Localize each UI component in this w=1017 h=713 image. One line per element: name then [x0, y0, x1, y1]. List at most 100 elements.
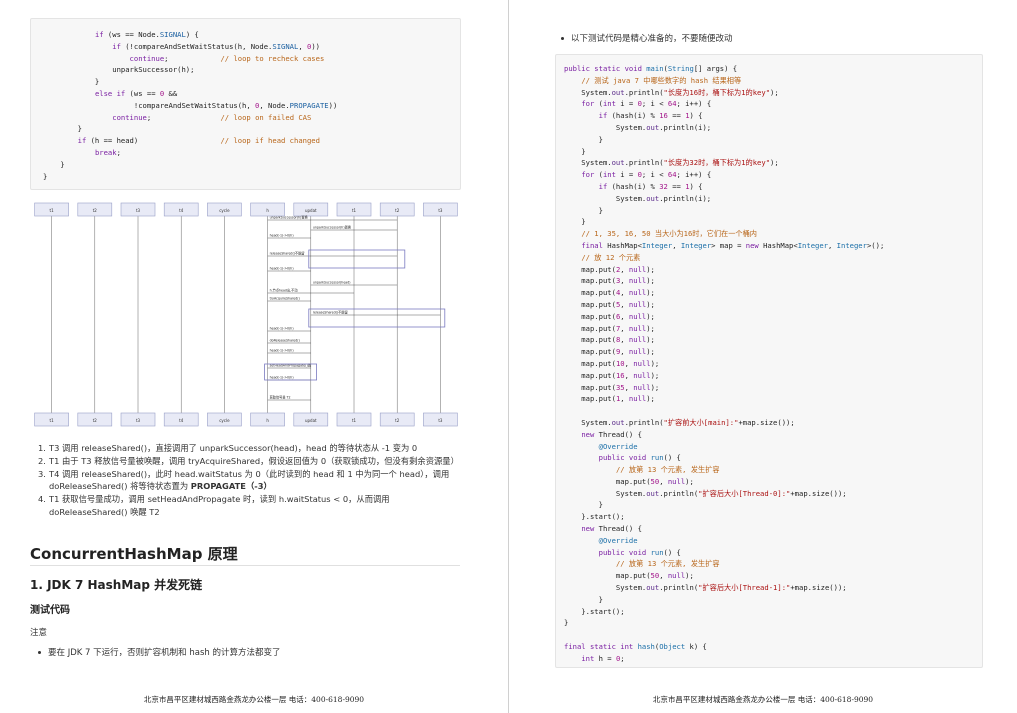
- code-line: }: [43, 171, 48, 181]
- lifeline-head: [207, 202, 242, 217]
- message-label: head(-1)->0(h): [270, 349, 294, 353]
- code-line: System.out.println("长度为32时，桶下标为1的key");: [564, 158, 779, 168]
- code-line: if (h == head) // loop if head changed: [77, 136, 320, 146]
- code-line: @Override: [598, 441, 638, 451]
- code-line: System.out.println("扩容后大小[Thread-0]:"+ma…: [564, 488, 847, 498]
- code-line: map.put(7, null);: [564, 323, 655, 333]
- message-label: unparkSuccessor(h)置换: [270, 215, 309, 220]
- bullet-dot: [38, 651, 41, 654]
- lifeline-foot: [207, 412, 242, 427]
- lifeline-head: [77, 202, 113, 217]
- lifeline-label: t2: [93, 208, 98, 213]
- code-line: map.put(4, null);: [564, 288, 655, 298]
- code-line: public static void main(String[] args) {: [564, 64, 738, 73]
- lifeline-head: [163, 202, 199, 217]
- code-line: // 1, 35, 16, 50 当大小为16时，它们在一个桶内: [581, 229, 757, 239]
- message-label: tryAcquireShared(): [270, 297, 300, 301]
- lifeline-foot: [163, 412, 199, 427]
- code-line: // 放 12 个元素: [581, 252, 641, 262]
- right-page: 以下测试代码是精心准备的，不要随便改动 public static void m…: [509, 0, 1017, 713]
- step-list: 1.T3 调用 releaseShared()，直接调用了 unparkSucc…: [38, 442, 459, 519]
- code-line: System.out.println("扩容前大小[main]:"+map.si…: [564, 417, 795, 427]
- lifeline-label: cycle: [219, 208, 230, 213]
- code-line: }: [564, 500, 603, 510]
- fragment-box: [264, 363, 318, 381]
- code-line: continue; // loop to recheck cases: [129, 53, 325, 63]
- code-line: new Thread() {: [581, 429, 642, 439]
- code-line: int h = 0;: [581, 653, 625, 663]
- code-line: if (hash(i) % 16 == 1) {: [598, 111, 703, 121]
- code-line: !compareAndSetWaitStatus(h, 0, Node.PROP…: [43, 100, 338, 110]
- code-line: // 放第 13 个元素, 发生扩容: [615, 559, 720, 569]
- heading-jdk7-deadlink: 1. JDK 7 HashMap 并发死链: [30, 578, 203, 592]
- code-line: }.start();: [564, 512, 625, 522]
- message-label: 获取信号量 T2: [270, 395, 291, 400]
- lifeline-label: h: [266, 418, 269, 423]
- lifeline-head: [336, 202, 372, 217]
- code-line: System.out.println(i);: [564, 122, 712, 132]
- code-line: else if (ws == 0 &&: [94, 88, 178, 98]
- fragment-box: [308, 249, 406, 269]
- message-label: head(-1)->0(h): [270, 234, 294, 238]
- lifeline-head: [250, 202, 285, 217]
- lifeline-label: t1: [50, 418, 55, 423]
- page-footer: 北京市昌平区建材城西路金燕龙办公楼一层 电话：400-618-9090: [143, 695, 365, 704]
- lifeline-head: [423, 202, 458, 217]
- code-line: map.put(8, null);: [564, 335, 655, 345]
- bullet-dot: [561, 37, 564, 40]
- code-line: continue; // loop on failed CAS: [112, 112, 312, 122]
- lifeline-label: t1: [352, 208, 357, 213]
- page-footer: 北京市昌平区建材城西路金燕龙办公楼一层 电话：400-618-9090: [652, 695, 874, 704]
- lifeline-label: updat: [305, 208, 317, 213]
- code-line: }: [564, 618, 569, 628]
- code-line: map.put(50, null);: [564, 571, 694, 581]
- code-line: }: [43, 77, 100, 87]
- code-line: }.start();: [564, 606, 625, 616]
- message-label: doReleaseShared(): [270, 339, 300, 343]
- code-block: if (ws == Node.SIGNAL) { if (!compareAnd…: [30, 18, 461, 190]
- code-line: [564, 405, 982, 417]
- step-item: 3.T4 调用 releaseShared()，此时 head.waitStat…: [38, 468, 450, 492]
- message-label: releaseShared()不能留: [313, 310, 348, 315]
- code-line: public void run() {: [598, 547, 681, 557]
- heading-test-code: 测试代码: [30, 605, 70, 616]
- note-text: 注意: [30, 628, 48, 638]
- lifeline-label: h: [266, 208, 269, 213]
- page-divider: [508, 0, 509, 713]
- code-line: // 测试 java 7 中哪些数字的 hash 结果相等: [581, 75, 742, 85]
- code-line: map.put(2, null);: [564, 264, 655, 274]
- heading-concurrenthashmap: ConcurrentHashMap 原理: [30, 545, 238, 563]
- lifeline-label: t3: [136, 208, 141, 213]
- code-line: }: [564, 594, 603, 604]
- lifeline-label: t4: [179, 208, 184, 213]
- code-line: }: [564, 134, 603, 144]
- code-line: map.put(16, null);: [564, 370, 660, 380]
- message-label: setHeadAndPropagate()置: [270, 363, 311, 368]
- code-line: break;: [94, 147, 121, 157]
- code-line: new Thread() {: [581, 524, 642, 534]
- code-line: }: [564, 146, 586, 156]
- lifeline-label: t2: [93, 418, 98, 423]
- left-page: if (ws == Node.SIGNAL) { if (!compareAnd…: [0, 0, 508, 713]
- message-label: unparkSuccessor(head): [313, 281, 351, 285]
- lifeline-label: t1: [50, 208, 55, 213]
- code-block-main: public static void main(String[] args) {…: [555, 54, 983, 668]
- lifeline-label: t3: [438, 418, 443, 423]
- lifeline-label: cycle: [219, 418, 230, 423]
- message-label: head(-1)->0(h): [270, 376, 294, 380]
- code-line: map.put(1, null);: [564, 394, 655, 404]
- code-line: unparkSuccessor(h);: [43, 65, 195, 75]
- code-line: System.out.println("扩容后大小[Thread-1]:"+ma…: [564, 583, 847, 593]
- heading-rule: [30, 565, 460, 566]
- code-line: if (!compareAndSetWaitStatus(h, Node.SIG…: [112, 41, 320, 51]
- code-line: // 放第 13 个元素, 发生扩容: [615, 465, 720, 475]
- bullet-text: 要在 JDK 7 下运行，否则扩容机制和 hash 的计算方法都变了: [48, 648, 281, 658]
- step-item: 1.T3 调用 releaseShared()，直接调用了 unparkSucc…: [38, 443, 418, 453]
- code-line: }: [43, 124, 82, 134]
- code-line: map.put(5, null);: [564, 299, 655, 309]
- code-line: map.put(10, null);: [564, 358, 660, 368]
- lifeline-label: t2: [395, 208, 400, 213]
- sequence-diagram: t1t1t2t2t3t3t4t4cyclecyclehhupdatupdatt1…: [34, 202, 458, 427]
- lifeline-head: [120, 202, 156, 217]
- message-label: releaseShared()不能留: [270, 251, 305, 256]
